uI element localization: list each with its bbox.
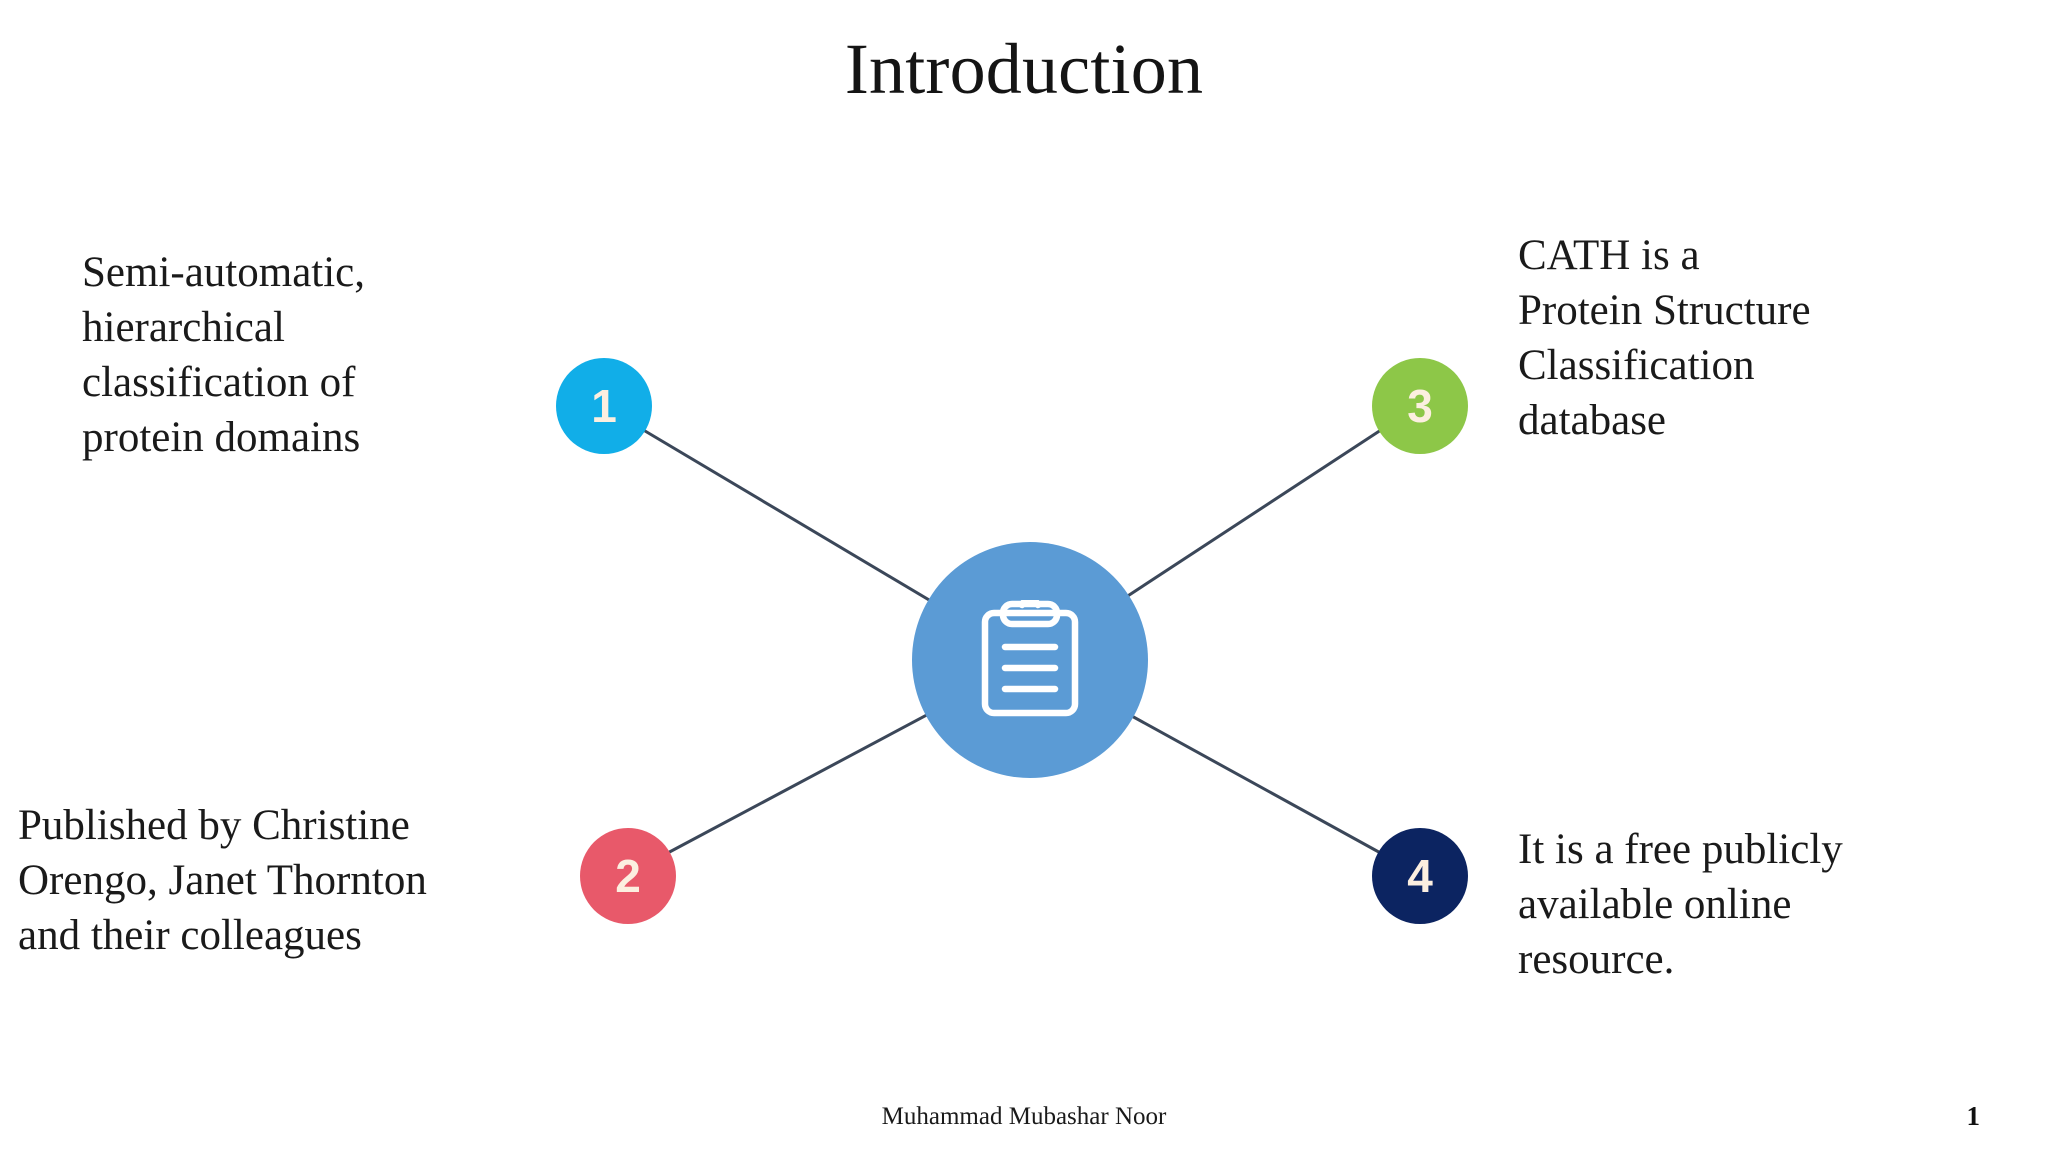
node-number-4: 4 <box>1407 850 1433 902</box>
node-number-3: 3 <box>1407 380 1433 432</box>
node-circle-1[interactable]: 1 <box>556 358 652 454</box>
page-number: 1 <box>1966 1101 1981 1131</box>
node-number-2: 2 <box>615 850 641 902</box>
callout-text-1: Semi-automatic, hierarchical classificat… <box>82 249 366 462</box>
footer-author: Muhammad Mubashar Noor <box>881 1103 1167 1130</box>
callout-text-3: CATH is a Protein Structure Classificati… <box>1518 232 1811 445</box>
clipboard-icon <box>978 600 1082 720</box>
node-circle-2[interactable]: 2 <box>580 828 676 924</box>
callout-text-4: It is a free publicly available online r… <box>1518 826 1843 984</box>
page-title: Introduction <box>844 29 1204 109</box>
node-number-1: 1 <box>591 380 617 432</box>
center-hub <box>912 542 1148 778</box>
callout-text-2: Published by Christine Orengo, Janet Tho… <box>18 802 427 960</box>
node-circle-3[interactable]: 3 <box>1372 358 1468 454</box>
node-circle-4[interactable]: 4 <box>1372 828 1468 924</box>
